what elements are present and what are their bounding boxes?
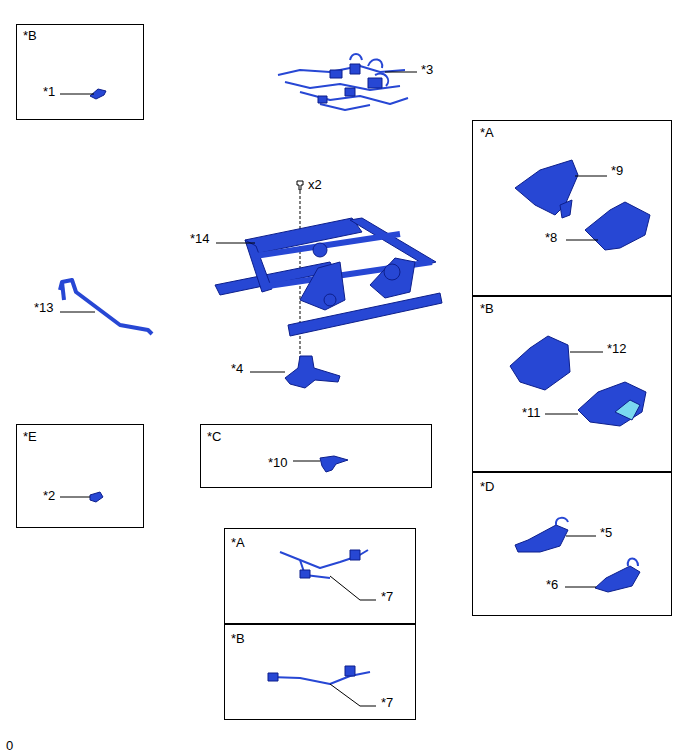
callout-number: *2 [43, 488, 55, 503]
group-label: *A [480, 125, 494, 140]
screw [297, 181, 303, 190]
callout-number: 0 [6, 738, 13, 753]
cover-part [585, 202, 650, 250]
callout-number: *7 [381, 695, 393, 710]
cover-part [510, 336, 570, 390]
group-label: *B [23, 28, 37, 43]
part-group-box: *B *7 [224, 624, 416, 720]
callout-number: *12 [607, 341, 627, 356]
wire-harness [278, 54, 408, 110]
callout-number: *4 [231, 361, 243, 376]
callout-number: *8 [545, 230, 557, 245]
connector [330, 70, 342, 78]
part-group-box: *E *2 [16, 424, 144, 528]
leader-lines [60, 72, 607, 706]
callout-number: *9 [611, 163, 623, 178]
connector [350, 64, 360, 74]
part-group-box: *B *1 [16, 24, 144, 120]
callout-number: *5 [600, 525, 612, 540]
callout-number: *1 [43, 84, 55, 99]
parts [60, 54, 650, 684]
seat-frame [215, 218, 442, 336]
callout-number: *14 [190, 231, 210, 246]
callout-number: *7 [381, 589, 393, 604]
part-group-box: *D *5 *6 [472, 472, 672, 616]
callout-number: *3 [421, 62, 433, 77]
group-label: *B [480, 301, 494, 316]
part-group-box: *A *9 *8 [472, 120, 672, 296]
rod [60, 280, 152, 334]
connector [345, 88, 355, 96]
callout-number: *10 [268, 455, 288, 470]
switch-part [320, 456, 348, 472]
cover-part [595, 566, 640, 592]
wire-harness [270, 550, 370, 684]
connector [318, 96, 327, 103]
group-label: *A [231, 535, 245, 550]
cover-part [515, 525, 568, 552]
group-label: *E [23, 429, 37, 444]
connector [368, 78, 382, 88]
part-group-box: *B *12 *11 [472, 296, 672, 472]
group-label: *B [231, 631, 245, 646]
group-label: *C [207, 429, 221, 444]
callout-number: *11 [522, 405, 541, 420]
cover-part [578, 382, 646, 426]
callout-number: *13 [34, 300, 54, 315]
part-group-box: *A *7 [224, 528, 416, 624]
callout-number: x2 [308, 177, 322, 192]
clip-part [90, 492, 103, 502]
part-group-box: *C *10 [200, 424, 432, 488]
callout-number: *6 [546, 577, 558, 592]
bracket [285, 356, 340, 388]
group-label: *D [480, 479, 494, 494]
